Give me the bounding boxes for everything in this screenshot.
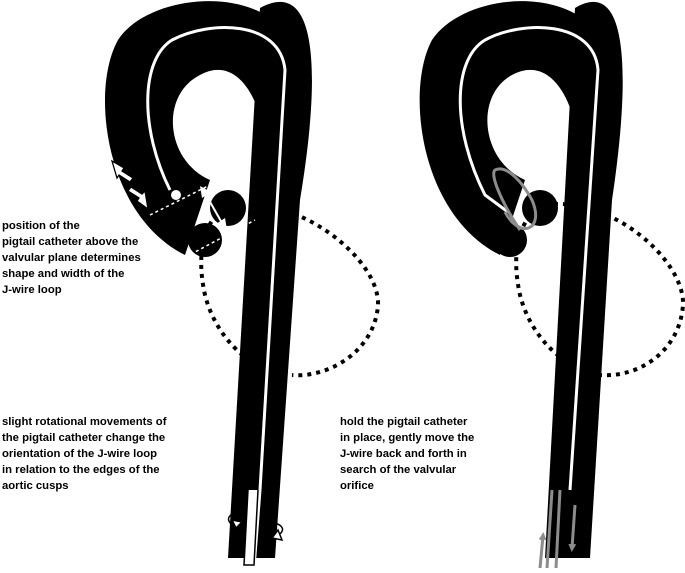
left-rotation-arrows [227,511,284,542]
caption-position-line: shape and width of the [2,268,125,280]
caption-position-line: J-wire loop [2,284,62,296]
caption-rotation: slight rotational movements of the pigta… [2,414,166,494]
right-panel [419,1,685,569]
right-gray-wire-1 [545,489,554,569]
left-width-arrowhead-top [200,186,211,198]
right-arrow-up [538,532,547,569]
right-gray-wire-2 [554,489,562,569]
caption-rotation-line: slight rotational movements of [2,416,167,428]
left-pigtail-catheter [146,26,287,569]
right-cusp-upper [522,190,558,226]
left-plane-line-1 [149,169,241,216]
caption-position-line: pigtail catheter above the [2,236,139,248]
caption-hold-line: hold the pigtail catheter [340,416,468,428]
right-jwire-loop [492,167,538,231]
caption-hold-line: J-wire back and forth in [340,448,467,460]
caption-position-line: valvular plane determines [2,252,141,264]
left-width-arrowhead-bottom [216,218,227,230]
caption-hold: hold the pigtail catheter in place, gent… [340,414,474,494]
left-push-pull-arrows [110,159,149,211]
caption-rotation-line: the pigtail catheter change the [2,432,166,444]
caption-position: position of the pigtail catheter above t… [2,218,141,298]
right-aorta-arch [419,1,612,256]
caption-hold-line: in place, gently move the [340,432,475,444]
left-pigtail-tip [169,188,183,202]
left-panel [105,1,381,569]
left-cusp-upper [210,190,246,226]
caption-rotation-line: in relation to the edges of the [2,464,160,476]
caption-hold-line: orifice [340,480,374,492]
caption-position-line: position of the [2,220,80,232]
caption-rotation-line: aortic cusps [2,480,69,492]
left-width-arrow [204,192,223,224]
right-arrow-down [568,504,577,552]
left-cusp-lower [188,223,222,257]
caption-hold-line: search of the valvular [340,464,457,476]
left-plane-line-2 [179,219,256,261]
right-pigtail-catheter [458,26,600,491]
right-cusp-lower [493,223,527,257]
left-catheter-shaft-outline [243,489,259,566]
caption-rotation-line: orientation of the J-wire loop [2,448,158,460]
